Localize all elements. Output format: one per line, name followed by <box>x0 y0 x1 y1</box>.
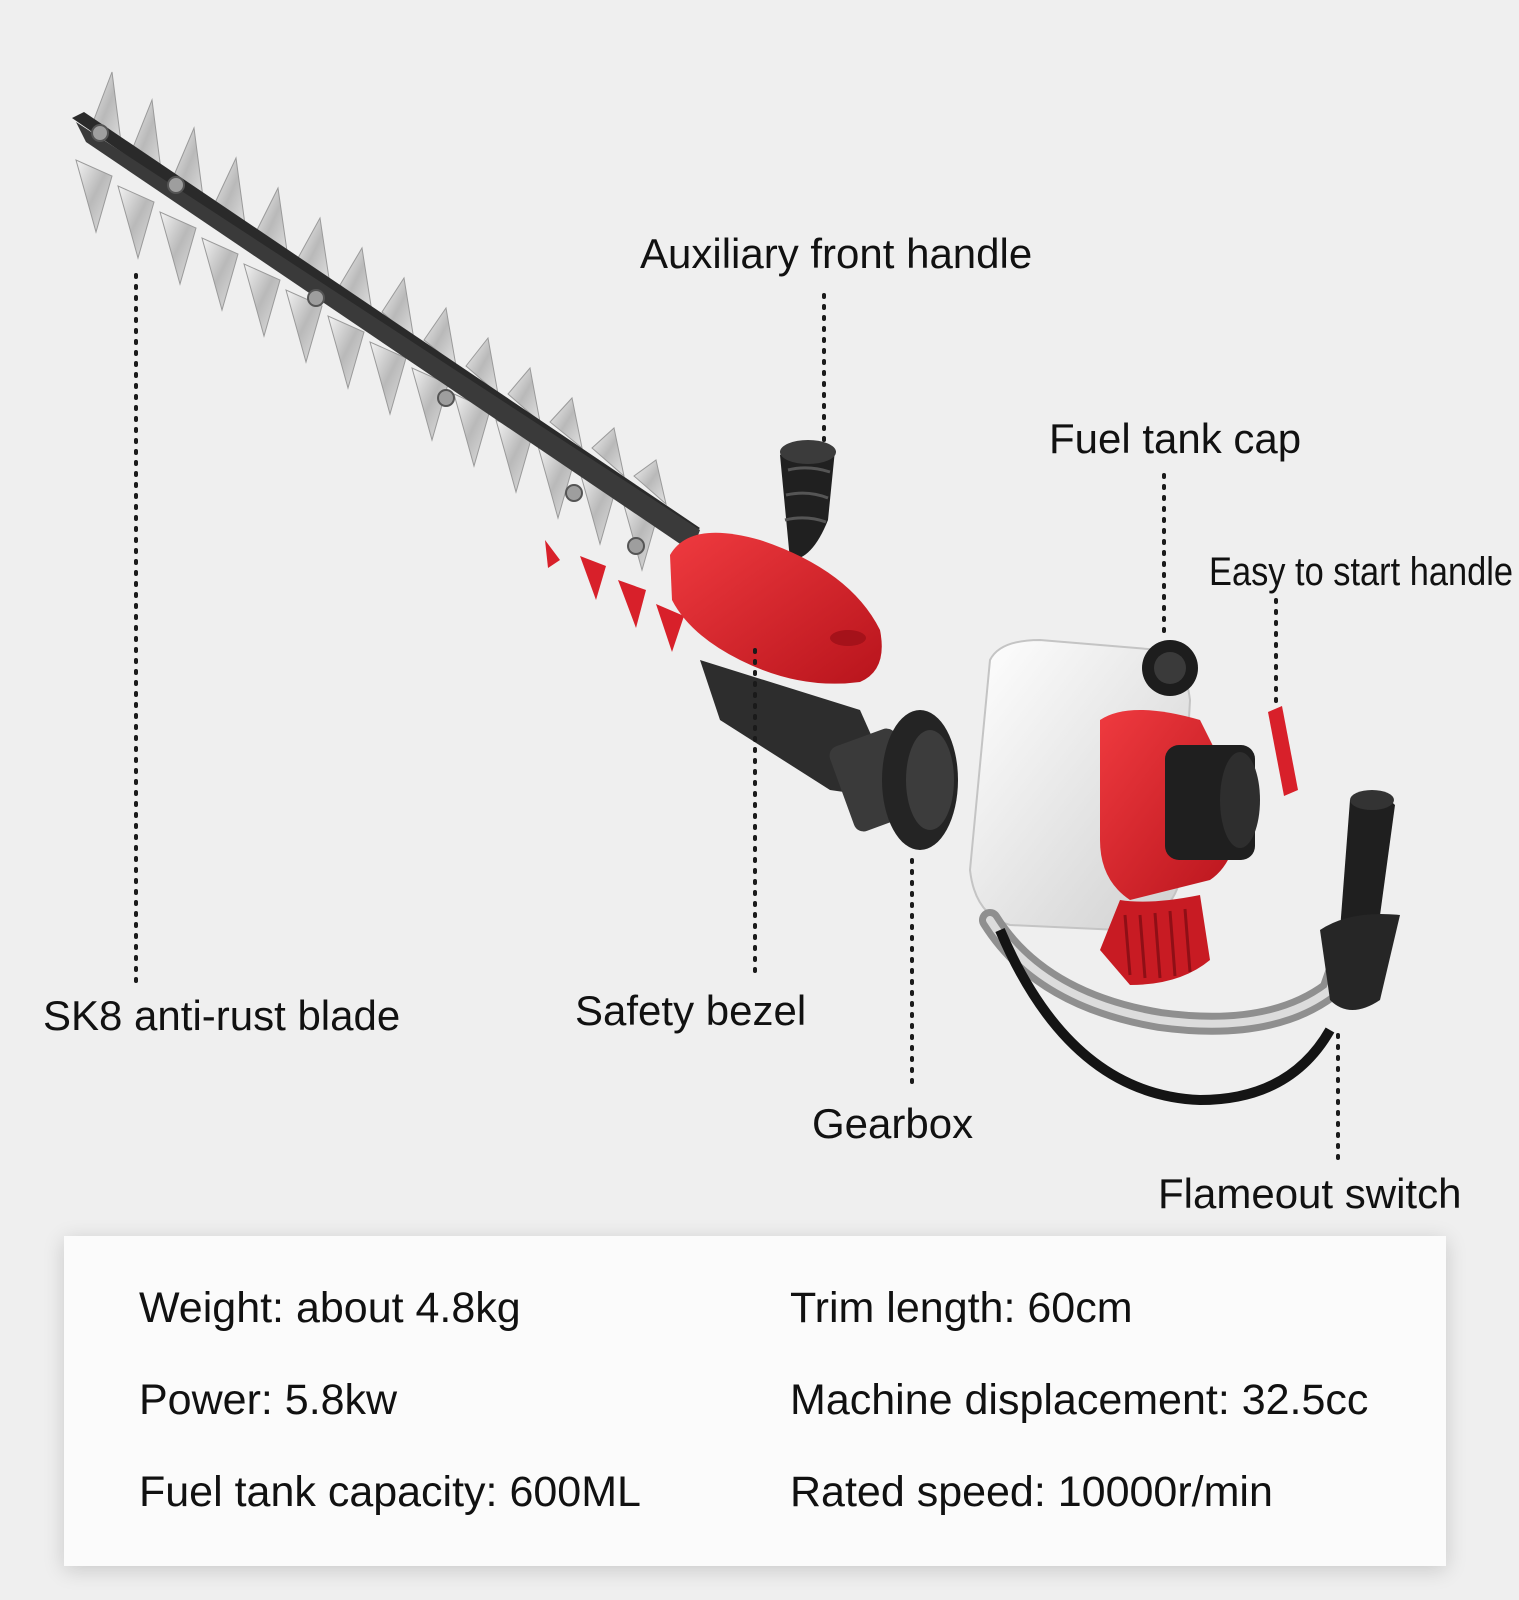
hedge-trimmer-icon <box>72 71 1400 1167</box>
label-flameout-switch: Flameout switch <box>1158 1170 1462 1217</box>
label-gearbox: Gearbox <box>812 1100 974 1147</box>
spec-power: Power: 5.8kw <box>139 1376 398 1424</box>
spec-weight: Weight: about 4.8kg <box>139 1284 521 1332</box>
engine <box>968 638 1298 985</box>
blade-bar <box>72 112 700 555</box>
label-easy-to-start-handle: Easy to start handle <box>1209 550 1514 594</box>
spec-trim-length: Trim length: 60cm <box>790 1284 1133 1332</box>
spec-rated-speed: Rated speed: 10000r/min <box>790 1468 1273 1516</box>
spec-displacement: Machine displacement: 32.5cc <box>790 1376 1369 1424</box>
label-sk8-blade: SK8 anti-rust blade <box>43 992 401 1039</box>
gearbox <box>700 660 958 850</box>
spec-fuel-capacity: Fuel tank capacity: 600ML <box>139 1468 641 1516</box>
front-handle <box>780 440 836 560</box>
blade-teeth <box>75 71 667 572</box>
specs-card: Weight: about 4.8kg Power: 5.8kw Fuel ta… <box>64 1236 1446 1566</box>
label-safety-bezel: Safety bezel <box>575 987 807 1034</box>
safety-bezel <box>670 532 882 684</box>
label-auxiliary-front-handle: Auxiliary front handle <box>640 230 1033 277</box>
label-fuel-tank-cap: Fuel tank cap <box>1049 415 1302 462</box>
leader-lines <box>134 273 1340 1167</box>
rear-handle <box>979 790 1400 1106</box>
